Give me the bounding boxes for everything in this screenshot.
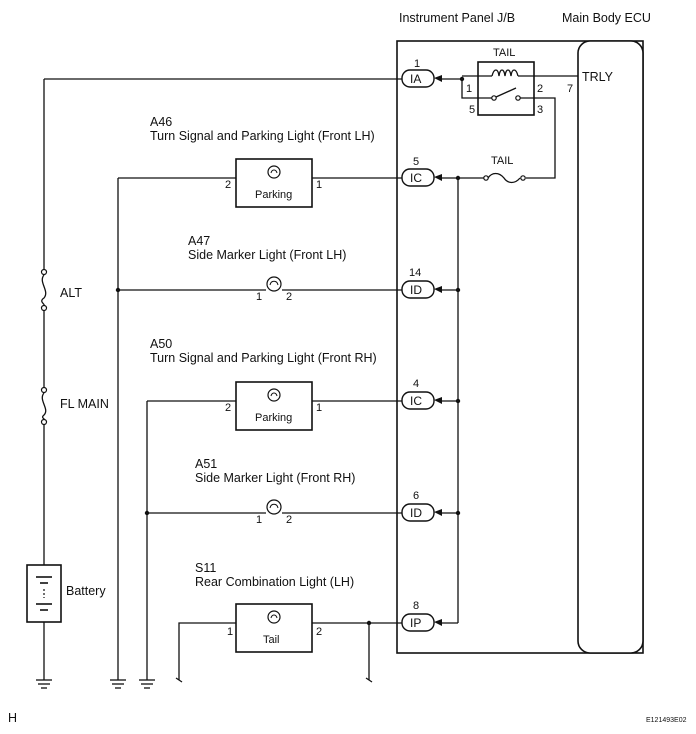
main-supply-wire xyxy=(43,78,402,680)
relay-contact-wire xyxy=(461,79,534,99)
connector-ia-label: IA xyxy=(410,72,421,86)
ecu-label: Main Body ECU xyxy=(562,11,651,25)
connector-ic-5: IC 5 xyxy=(401,156,442,187)
connector-id14-label: ID xyxy=(410,283,422,297)
trly-pin: 7 xyxy=(567,83,573,95)
a51-pin-r: 2 xyxy=(286,514,292,526)
ground-front-lh xyxy=(110,679,126,689)
ground-battery xyxy=(36,679,52,689)
connector-ip8-label: IP xyxy=(410,616,421,630)
connector-ic-4: IC 4 xyxy=(401,378,442,410)
relay-pin-2: 2 xyxy=(537,83,543,95)
lamp-bulb-icon xyxy=(266,276,282,292)
a46-pin-r: 1 xyxy=(316,179,322,191)
s11-name: Rear Combination Light (LH) xyxy=(195,575,354,589)
tail-relay-label: TAIL xyxy=(493,47,515,59)
tail-fuse xyxy=(483,172,526,184)
junction-dot xyxy=(455,287,461,293)
a46-pin-l: 2 xyxy=(225,179,231,191)
s11-pin-l: 1 xyxy=(227,626,233,638)
tail-fuse-label: TAIL xyxy=(491,155,513,167)
a46-name: Turn Signal and Parking Light (Front LH) xyxy=(150,129,375,143)
a47-pin-r: 2 xyxy=(286,291,292,303)
ground-front-rh xyxy=(139,679,155,689)
connector-ic5-label: IC xyxy=(410,171,422,185)
junction-dot xyxy=(366,620,372,626)
main-body-ecu-block xyxy=(577,40,644,654)
connector-ip8-pin: 8 xyxy=(413,600,419,612)
connector-ia-pin: 1 xyxy=(414,58,420,70)
connector-ic4-pin: 4 xyxy=(413,378,419,390)
lamp-bulb-icon xyxy=(267,165,281,179)
connector-id6-label: ID xyxy=(410,506,422,520)
a51-pin-l: 1 xyxy=(256,514,262,526)
a50-lamp-label: Parking xyxy=(255,412,292,424)
relay-pin-3: 3 xyxy=(537,104,543,116)
connector-ia: IA 1 xyxy=(401,58,462,88)
a50-name: Turn Signal and Parking Light (Front RH) xyxy=(150,351,377,365)
a51-name: Side Marker Light (Front RH) xyxy=(195,471,355,485)
corner-left-label: H xyxy=(8,711,17,725)
s11-pin-r: 2 xyxy=(316,626,322,638)
connector-id-14: ID 14 xyxy=(401,267,442,299)
a50-pin-l: 2 xyxy=(225,402,231,414)
relay-output-wire xyxy=(526,97,556,179)
corner-right-label: E121493E02 xyxy=(646,717,687,724)
a50-code: A50 xyxy=(150,337,172,351)
relay-coil xyxy=(491,69,519,77)
connector-id6-pin: 6 xyxy=(413,490,419,502)
relay-contact xyxy=(515,95,521,101)
ipjb-label: Instrument Panel J/B xyxy=(399,11,515,25)
fl-main-label: FL MAIN xyxy=(60,397,109,411)
s11-lamp-label: Tail xyxy=(263,634,280,646)
lamp-bulb-icon xyxy=(267,388,281,402)
connector-ic4-label: IC xyxy=(410,394,422,408)
a46-code: A46 xyxy=(150,115,172,129)
relay-pin-1: 1 xyxy=(466,83,472,95)
lamp-bulb-icon xyxy=(266,499,282,515)
tail-relay xyxy=(477,61,535,116)
s11-wire xyxy=(178,622,402,680)
a46-lamp-label: Parking xyxy=(255,189,292,201)
relay-pin-5: 5 xyxy=(469,104,475,116)
junction-dot xyxy=(455,398,461,404)
connector-id14-pin: 14 xyxy=(409,267,421,279)
junction-dot xyxy=(455,510,461,516)
a50-pin-r: 1 xyxy=(316,402,322,414)
lamp-bulb-icon xyxy=(267,610,281,624)
battery-label: Battery xyxy=(66,584,106,598)
alt-fuse xyxy=(40,268,48,312)
relay-switch-arm xyxy=(495,87,517,98)
fl-main-fuse xyxy=(40,386,48,426)
alt-label: ALT xyxy=(60,286,82,300)
s11-code: S11 xyxy=(195,561,216,575)
a47-code: A47 xyxy=(188,234,210,248)
trly-label: TRLY xyxy=(582,70,614,84)
a47-pin-l: 1 xyxy=(256,291,262,303)
battery-symbol xyxy=(26,564,62,623)
a47-name: Side Marker Light (Front LH) xyxy=(188,248,346,262)
a51-code: A51 xyxy=(195,457,217,471)
junction-dot xyxy=(455,175,461,181)
connector-ic5-pin: 5 xyxy=(413,156,419,168)
relay-contact xyxy=(491,95,497,101)
